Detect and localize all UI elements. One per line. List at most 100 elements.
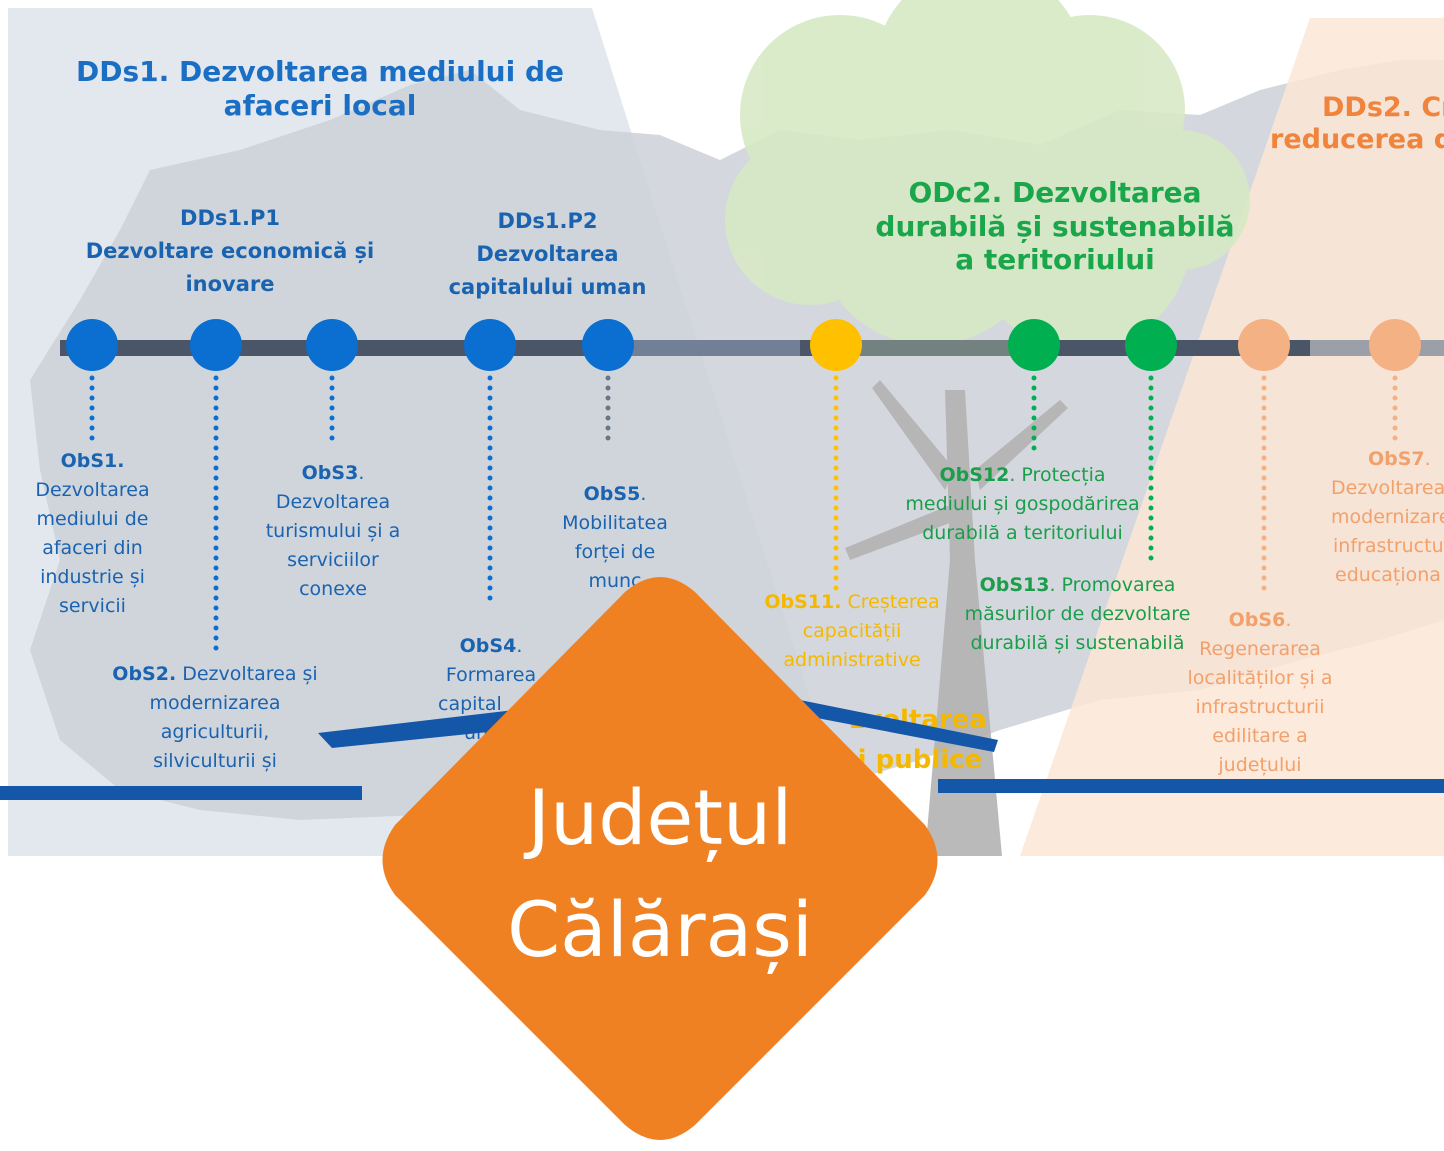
objective-obs13: ObS13. Promovarea măsurilor de dezvoltar… [950,571,1205,658]
obs6-line4: edilitare a [1212,725,1308,747]
obs5-line1: Mobilitatea [562,512,668,534]
dds2-title-line1: DDs2. Cr [1322,92,1444,123]
obs3-line2: turismului și a [265,520,401,542]
obs1-line3: afaceri din [42,537,143,559]
obs3-code: ObS3 [301,462,359,484]
objective-obs2: ObS2. Dezvoltarea și modernizarea agricu… [95,660,335,776]
obs11-code: ObS11. [764,591,842,613]
obs7-line3: infrastructu [1333,535,1444,557]
dds2-title: DDs2. Cr reducerea d [1270,92,1444,157]
node-obs5 [582,319,634,371]
priority-p2: DDs1.P2 Dezvoltarea capitalului uman [420,205,675,304]
obs6-line1: Regenerarea [1199,638,1321,660]
obs12-line2: durabilă a teritoriului [922,522,1123,544]
tree-canopy [725,0,1250,350]
odc2-title: ODc2. Dezvoltarea durabilă și sustenabil… [860,176,1250,277]
obs1-line4: industrie și [40,566,145,588]
obs5-code: ObS5 [583,483,641,505]
obs11-line2: administrative [783,649,921,671]
obs4-dot: . [516,635,523,657]
obs6-dot: . [1285,609,1292,631]
odc2-title-line1: ODc2. Dezvoltarea [908,176,1202,209]
obs6-code: ObS6 [1228,609,1286,631]
obs5-dot: . [640,483,647,505]
obs5-line3: munc [588,570,642,592]
obs7-line4: educaționa [1335,564,1441,586]
banner-label: Județul Călărași [440,762,880,986]
priority-p1-code: DDs1.P1 [180,206,280,230]
objective-obs1: ObS1. Dezvoltarea mediului de afaceri di… [10,447,175,621]
node-obs4 [464,319,516,371]
obs2-line1: Dezvoltarea și [176,663,318,685]
obs12-line1: mediului și gospodărirea [905,493,1140,515]
odc2-title-line2: durabilă și sustenabilă [875,209,1235,243]
obs6-line3: infrastructurii [1195,696,1325,718]
objective-obs3: ObS3. Dezvoltarea turismului și a servic… [248,459,418,604]
priority-p1-line2: Dezvoltare economică și [85,239,375,263]
obs11-line0: Creșterea [841,591,940,613]
obs2-code: ObS2. [112,663,177,685]
obs5-line2: forței de [574,541,656,563]
obs4-line2: capital [438,693,502,715]
obs3-line3: serviciilor [287,549,379,571]
objective-obs5: ObS5. Mobilitatea forței de munc [540,480,690,596]
obs7-dot: . [1424,448,1431,470]
obs6-line5: județului [1218,754,1302,776]
node-obs6 [1238,319,1290,371]
node-obs11 [810,319,862,371]
obs11-line1: capacității [802,620,902,642]
node-obs3 [306,319,358,371]
obs1-line5: servicii [59,595,126,617]
obs2-line3: agriculturii, [160,721,270,743]
obs2-line4: silviculturii și [153,750,277,772]
obs1-line2: mediului de [36,508,149,530]
obs4-code: ObS4 [459,635,517,657]
obs1-line1: Dezvoltarea [35,479,150,501]
priority-p2-line2: Dezvoltarea [476,242,619,266]
dds2-panel [1020,18,1444,856]
priority-p1-line3: inovare [185,272,275,296]
banner-line2: Călărași [507,885,813,974]
obs3-dot: . [358,462,365,484]
dds1-title-line1: DDs1. Dezvoltarea mediului de [75,55,564,88]
priority-p2-code: DDs1.P2 [497,209,598,233]
objective-obs6: ObS6. Regenerarea localităților și a inf… [1180,606,1340,780]
objective-obs12: ObS12. Protecția mediului și gospodărire… [890,461,1155,548]
obs1-code: ObS1. [60,450,125,472]
ribbon-line-right [938,779,1444,793]
dds1-title-line2: afaceri local [223,88,417,122]
priority-p2-line3: capitalului uman [448,275,647,299]
obs13-line1: măsurilor de dezvoltare [964,603,1191,625]
obs12-line0: . Protecția [1009,464,1106,486]
dds2-title-line2: reducerea d [1270,124,1444,156]
banner-diamond [382,577,938,1140]
node-obs1 [66,319,118,371]
node-obs13 [1125,319,1177,371]
odc2-title-line3: a teritoriului [955,243,1155,277]
node-obs7 [1369,319,1421,371]
obs13-code: ObS13 [979,574,1050,596]
obs7-line2: modernizare [1331,506,1444,528]
obs2-line2: modernizarea [149,692,281,714]
dds1-title: DDs1. Dezvoltarea mediului de afaceri lo… [60,55,580,122]
priority-p1: DDs1.P1 Dezvoltare economică și inovare [70,202,390,301]
objective-obs7: ObS7. Dezvoltarea modernizare infrastruc… [1328,445,1444,590]
obs13-line2: durabilă și sustenabilă [970,632,1185,654]
obs6-line2: localităților și a [1187,667,1333,689]
obs3-line1: Dezvoltarea [275,491,391,513]
obs7-line1: Dezvoltarea [1331,477,1444,499]
obs12-code: ObS12 [939,464,1010,486]
obs3-line4: conexe [299,578,367,600]
ribbon-line-left [0,786,362,800]
obs7-code: ObS7 [1368,448,1425,470]
obs13-line0: . Promovarea [1049,574,1176,596]
node-obs2 [190,319,242,371]
banner-line1: Județul [527,773,793,862]
node-obs12 [1008,319,1060,371]
ribbon-right [796,700,998,752]
obs4-line1: Formarea [445,664,537,686]
objective-obs11: ObS11. Creșterea capacității administrat… [762,588,942,675]
